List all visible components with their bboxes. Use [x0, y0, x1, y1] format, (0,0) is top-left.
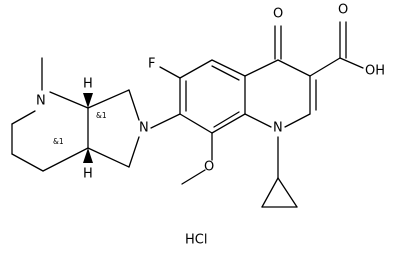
methoxy-group — [181, 132, 213, 185]
stereo-wedge-top — [83, 93, 93, 108]
piperidine-nitrogen-label: N — [36, 94, 46, 109]
keto-group — [274, 25, 282, 60]
methoxy-oxygen-label: O — [204, 160, 214, 175]
acid-carbonyl-oxygen-label: O — [338, 3, 348, 18]
cyclopropyl-group — [261, 136, 298, 208]
fluorine-label: F — [148, 57, 155, 72]
carboxylic-acid — [309, 21, 364, 77]
keto-oxygen-label: O — [273, 7, 283, 22]
stereo-descriptor-bottom: &1 — [53, 137, 64, 146]
fluoro-bond — [159, 66, 181, 79]
pyrrolidine-ring — [87, 89, 181, 168]
benzo-ring — [179, 59, 246, 134]
quinolone-nitrogen-label: N — [273, 121, 283, 136]
piperidine-ring — [11, 91, 89, 172]
pyrrolidine-nitrogen-label: N — [139, 121, 149, 136]
salt-label: HCl — [185, 233, 207, 248]
stereo-descriptor-top: &1 — [96, 111, 107, 120]
stereo-hydrogen-bottom-label: H — [83, 167, 93, 182]
hydroxyl-label: OH — [365, 64, 385, 79]
stereo-hydrogen-top-label: H — [83, 77, 93, 92]
pyridone-ring — [244, 59, 317, 128]
stereo-wedge-bottom — [83, 148, 93, 163]
